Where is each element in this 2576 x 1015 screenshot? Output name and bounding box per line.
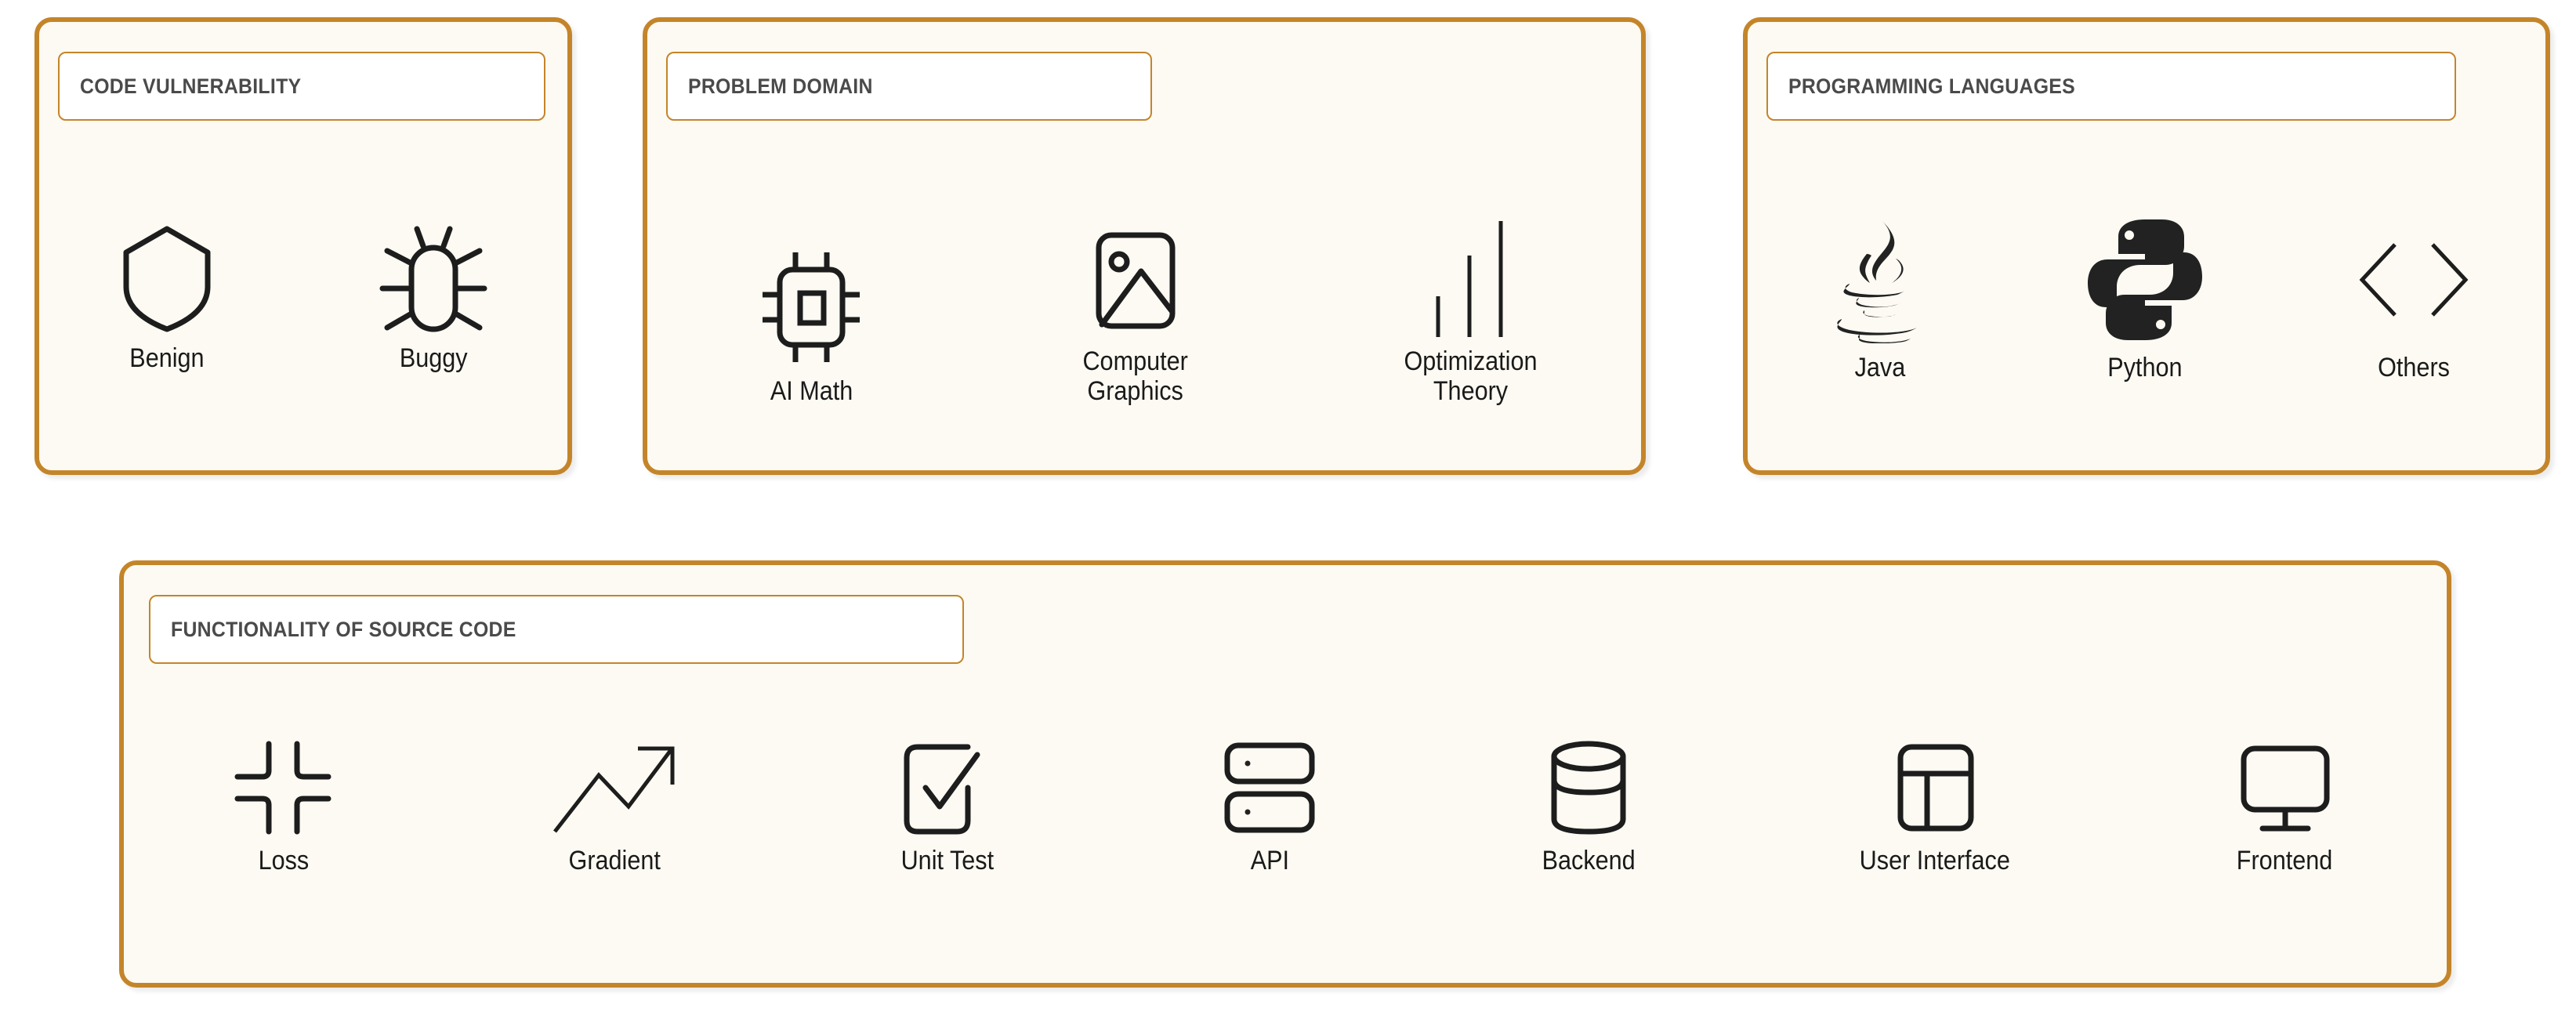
- panel-problem-domain: PROBLEM DOMAIN AI Math: [643, 17, 1646, 475]
- item-benign[interactable]: Benign: [119, 223, 215, 373]
- shield-icon: [119, 223, 215, 334]
- bar-chart-icon: [1421, 218, 1520, 337]
- checkmark-document-icon: [891, 739, 1004, 836]
- panel-title-programming-languages: PROGRAMMING LANGUAGES: [1788, 74, 2075, 98]
- panel-code-vulnerability: CODE VULNERABILITY Benign: [34, 17, 572, 475]
- item-computer-graphics[interactable]: Computer Graphics: [1077, 218, 1194, 406]
- item-backend[interactable]: Backend: [1535, 739, 1642, 875]
- item-buggy[interactable]: Buggy: [375, 223, 492, 373]
- crop-corners-icon: [228, 739, 338, 836]
- code-brackets-icon: [2351, 216, 2476, 343]
- item-java[interactable]: Java: [1821, 216, 1939, 382]
- python-logo-icon: [2085, 216, 2205, 343]
- database-cylinder-icon: [1535, 739, 1642, 836]
- item-label-optimization-theory: Optimization Theory: [1404, 346, 1538, 407]
- item-label-backend: Backend: [1542, 846, 1636, 875]
- item-label-computer-graphics: Computer Graphics: [1082, 346, 1188, 407]
- trend-up-arrow-icon: [547, 739, 682, 836]
- item-row-code-vulnerability: Benign Buggy: [39, 223, 572, 373]
- item-label-benign: Benign: [129, 343, 205, 373]
- bug-icon: [375, 223, 492, 334]
- item-label-buggy: Buggy: [399, 343, 468, 373]
- panel-title-code-vulnerability: CODE VULNERABILITY: [80, 74, 302, 98]
- java-logo-icon: [1821, 216, 1939, 343]
- panel-title-box-problem-domain: PROBLEM DOMAIN: [666, 52, 1152, 121]
- item-row-functionality-of-source-code: Loss Gradient Unit Test: [124, 739, 2447, 875]
- item-others[interactable]: Others: [2351, 216, 2476, 382]
- panel-functionality-of-source-code: FUNCTIONALITY OF SOURCE CODE Loss: [119, 560, 2451, 988]
- item-label-user-interface: User Interface: [1859, 846, 2010, 875]
- item-api[interactable]: API: [1213, 739, 1326, 875]
- item-python[interactable]: Python: [2085, 216, 2205, 382]
- item-unit-test[interactable]: Unit Test: [891, 739, 1004, 875]
- item-label-gradient: Gradient: [568, 846, 661, 875]
- item-row-problem-domain: AI Math Computer Graphics Optimizati: [647, 218, 1646, 406]
- monitor-icon: [2228, 739, 2342, 836]
- chip-icon: [748, 248, 874, 367]
- panel-title-problem-domain: PROBLEM DOMAIN: [688, 74, 873, 98]
- item-optimization-theory[interactable]: Optimization Theory: [1397, 218, 1545, 406]
- item-label-unit-test: Unit Test: [901, 846, 995, 875]
- item-label-java: Java: [1854, 353, 1905, 382]
- panel-title-box-code-vulnerability: CODE VULNERABILITY: [58, 52, 545, 121]
- panel-title-box-functionality-of-source-code: FUNCTIONALITY OF SOURCE CODE: [149, 595, 964, 664]
- panel-title-box-programming-languages: PROGRAMMING LANGUAGES: [1766, 52, 2456, 121]
- image-icon: [1078, 218, 1193, 337]
- item-frontend[interactable]: Frontend: [2228, 739, 2342, 875]
- item-label-python: Python: [2107, 353, 2183, 382]
- item-gradient[interactable]: Gradient: [547, 739, 682, 875]
- item-loss[interactable]: Loss: [228, 739, 338, 875]
- item-label-others: Others: [2378, 353, 2451, 382]
- stacked-panels-icon: [1213, 739, 1326, 836]
- item-label-frontend: Frontend: [2237, 846, 2333, 875]
- item-ai-math[interactable]: AI Math: [748, 248, 874, 406]
- panel-title-functionality-of-source-code: FUNCTIONALITY OF SOURCE CODE: [171, 617, 516, 641]
- item-row-programming-languages: Java Python Others: [1748, 216, 2550, 382]
- panel-programming-languages: PROGRAMMING LANGUAGES J: [1743, 17, 2550, 475]
- item-label-api: API: [1250, 846, 1289, 875]
- layout-grid-icon: [1886, 739, 1984, 836]
- item-label-ai-math: AI Math: [770, 376, 853, 407]
- item-user-interface[interactable]: User Interface: [1851, 739, 2019, 875]
- item-label-loss: Loss: [258, 846, 309, 875]
